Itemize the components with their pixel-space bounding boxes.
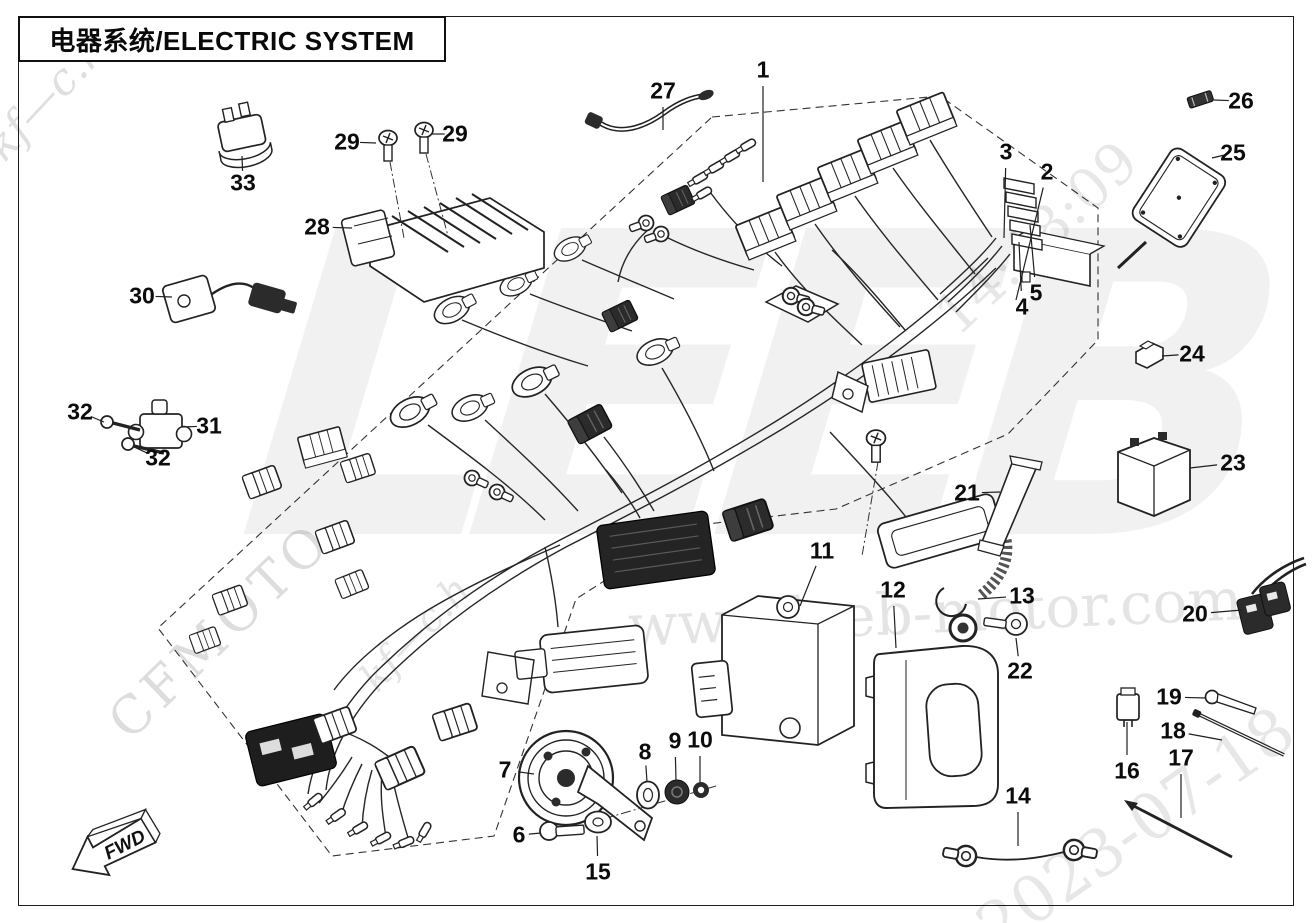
part-label-3: 3 (999, 138, 1013, 165)
leader-line-30 (155, 295, 173, 298)
leader-line-11 (799, 565, 817, 607)
part-label-28: 28 (304, 213, 330, 240)
battery-23 (1117, 432, 1191, 517)
part-label-24: 24 (1179, 340, 1205, 367)
part-label-21: 21 (954, 479, 980, 506)
harness-boundary (157, 95, 1099, 857)
horn-fasteners (539, 779, 717, 841)
part-label-17: 17 (1168, 744, 1194, 771)
part-label-8: 8 (638, 738, 652, 765)
part-label-20: 20 (1182, 600, 1208, 627)
part-label-29: 29 (334, 128, 360, 155)
fuse-box (1003, 177, 1106, 287)
part-label-16: 16 (1114, 757, 1140, 784)
leader-line-29 (360, 141, 377, 144)
part-label-32: 32 (67, 398, 93, 425)
part-label-19: 19 (1156, 683, 1182, 710)
leader-line-22 (1015, 637, 1019, 657)
leader-line-28 (332, 226, 353, 229)
leader-line-6 (528, 832, 542, 835)
sensor-screws (100, 415, 165, 455)
leader-line-19 (1184, 696, 1207, 699)
part-label-25: 25 (1220, 139, 1246, 166)
leader-line-15 (596, 835, 599, 857)
part-label-15: 15 (585, 858, 611, 885)
part-label-9: 9 (668, 727, 682, 754)
part-label-13: 13 (1009, 582, 1035, 609)
leader-line-7 (517, 771, 535, 775)
leader-line-8 (645, 765, 648, 783)
control-module (481, 624, 649, 705)
horn (517, 729, 654, 842)
leader-line-3 (1003, 167, 1007, 239)
harness-connectors (188, 91, 958, 851)
relay-24 (1135, 340, 1164, 369)
harness-bolt (861, 429, 887, 557)
starter-relay (831, 349, 937, 414)
part-label-12: 12 (880, 576, 906, 603)
part-label-30: 30 (129, 282, 155, 309)
part-label-14: 14 (1005, 782, 1031, 809)
part-label-7: 7 (498, 756, 512, 783)
callout-leader-lines (90, 86, 1243, 857)
relay-16 (1116, 687, 1140, 727)
leader-line-21 (981, 491, 1001, 494)
leader-line-32 (90, 415, 105, 423)
page-border (18, 16, 1294, 906)
leader-line-20 (1210, 609, 1243, 614)
ground-cable-14 (940, 837, 1100, 869)
leader-line-18 (1188, 733, 1223, 741)
part-label-18: 18 (1160, 717, 1186, 744)
leader-line-23 (1189, 464, 1218, 469)
part-label-1: 1 (756, 56, 770, 83)
rod-18 (1192, 709, 1285, 757)
bolt-22 (983, 612, 1028, 636)
rod-17 (1124, 800, 1233, 859)
jumper-wire (584, 89, 714, 132)
part-label-22: 22 (1007, 657, 1033, 684)
battery-strap (977, 455, 1043, 557)
part-label-5: 5 (1029, 279, 1043, 306)
part-label-6: 6 (512, 821, 526, 848)
ecu-bracket (865, 645, 999, 809)
part-label-4: 4 (1015, 293, 1029, 320)
leader-line-24 (1161, 354, 1179, 357)
leader-line-13 (977, 596, 1007, 600)
leader-line-9 (674, 756, 677, 781)
part-label-32: 32 (145, 444, 171, 471)
part-label-33: 33 (230, 169, 256, 196)
flasher-relay (217, 101, 273, 169)
part-label-23: 23 (1220, 449, 1246, 476)
leader-line-33 (241, 155, 244, 171)
part-label-29: 29 (442, 120, 468, 147)
leader-line-4 (1018, 241, 1022, 292)
leader-line-25 (1211, 154, 1224, 159)
switch-20 (1236, 556, 1307, 635)
ecu-connector-block (596, 510, 716, 590)
fuse-26 (1186, 90, 1214, 109)
leader-line-32 (133, 446, 148, 454)
part-label-26: 26 (1228, 87, 1254, 114)
speed-sensor (161, 274, 297, 324)
fwd-arrow: FWD (71, 808, 161, 877)
ecu (690, 595, 855, 746)
leader-line-26 (1213, 99, 1229, 102)
part-label-2: 2 (1040, 158, 1054, 185)
pin-19 (1204, 689, 1257, 715)
leader-line-31 (181, 425, 197, 428)
part-label-10: 10 (687, 726, 713, 753)
pressure-sensor (127, 399, 193, 449)
part-label-31: 31 (196, 412, 222, 439)
voltage-regulator (340, 193, 545, 303)
leader-line-5 (1029, 224, 1036, 278)
part-label-27: 27 (650, 77, 676, 104)
leader-line-12 (893, 605, 897, 649)
part-label-11: 11 (809, 537, 835, 564)
regulator-screws (378, 121, 449, 239)
page-title: 电器系统/ELECTRIC SYSTEM (18, 16, 446, 62)
receiver-25 (1116, 147, 1227, 270)
